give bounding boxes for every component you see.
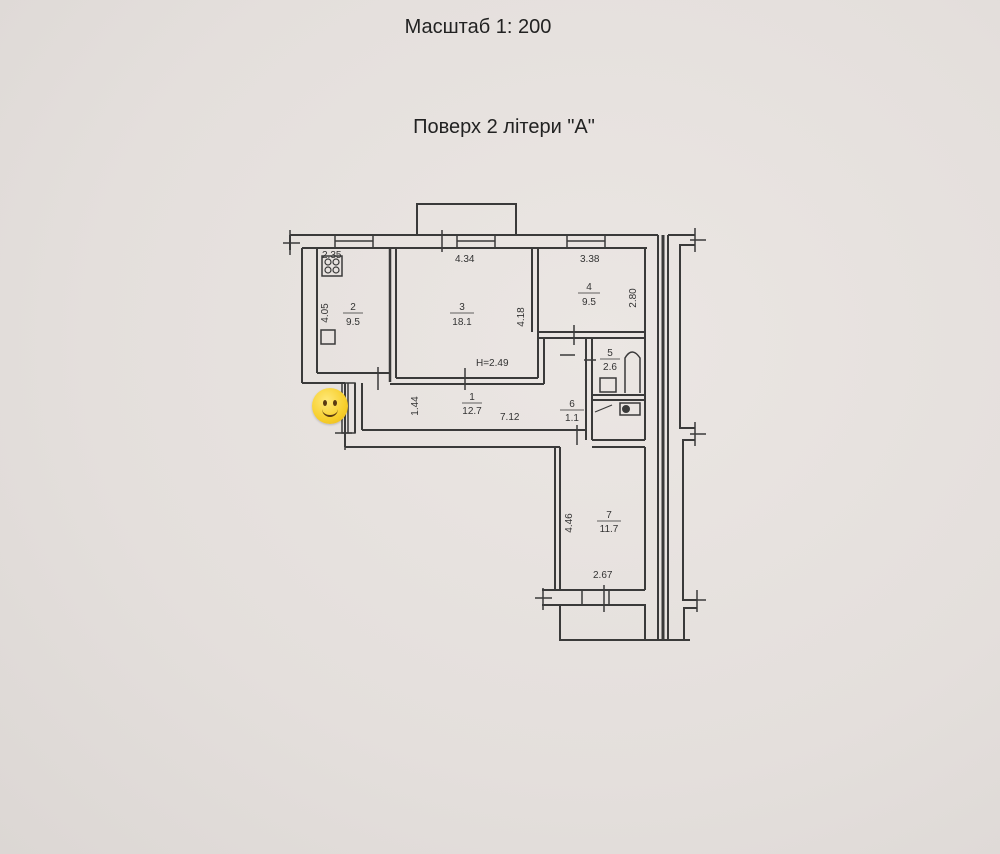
room-5-number: 5	[607, 348, 613, 359]
room-7-number: 7	[606, 510, 612, 521]
emoji-mouth	[322, 408, 338, 417]
dim-room4-length: 2.80	[628, 288, 639, 308]
dim-ceiling-height: H=2.49	[476, 358, 509, 369]
room-2-number: 2	[350, 302, 356, 313]
smiley-face-icon	[312, 388, 348, 424]
dim-room2-length: 4.05	[320, 303, 331, 323]
dim-room2-width: 2.35	[322, 250, 342, 261]
scale-label: Масштаб 1: 200	[404, 16, 552, 38]
emoji-left-eye	[323, 400, 327, 406]
emoji-right-eye	[333, 400, 337, 406]
floor-label: Поверх 2 літери "А"	[413, 116, 595, 138]
room-6-area: 1.1	[565, 413, 579, 424]
room-6-number: 6	[569, 399, 575, 410]
room-1-number: 1	[469, 392, 475, 403]
balcony-top	[416, 203, 517, 236]
dim-room7-width: 2.67	[593, 570, 613, 581]
room-4-area: 9.5	[582, 297, 596, 308]
room-2-area: 9.5	[346, 317, 360, 328]
dim-room3-length: 4.18	[516, 307, 527, 327]
bathtub-icon	[624, 351, 641, 393]
room-5-area: 2.6	[603, 362, 617, 373]
dim-room7-length: 4.46	[564, 513, 575, 533]
dim-room3-width: 4.34	[455, 254, 475, 265]
balcony-bottom	[559, 604, 646, 641]
room-3-number: 3	[459, 302, 465, 313]
room-7-area: 11.7	[600, 524, 619, 535]
dim-corridor-width: 1.44	[410, 396, 421, 416]
toilet-icon	[619, 402, 641, 416]
room-1-area: 12.7	[462, 406, 482, 417]
dim-corridor-length: 7.12	[500, 412, 520, 423]
sink-icon	[320, 329, 336, 345]
room-3-area: 18.1	[452, 317, 472, 328]
room-4-number: 4	[586, 282, 592, 293]
stove-icon	[321, 255, 343, 277]
dim-room4-width: 3.38	[580, 254, 600, 265]
washbasin-icon	[599, 377, 617, 393]
